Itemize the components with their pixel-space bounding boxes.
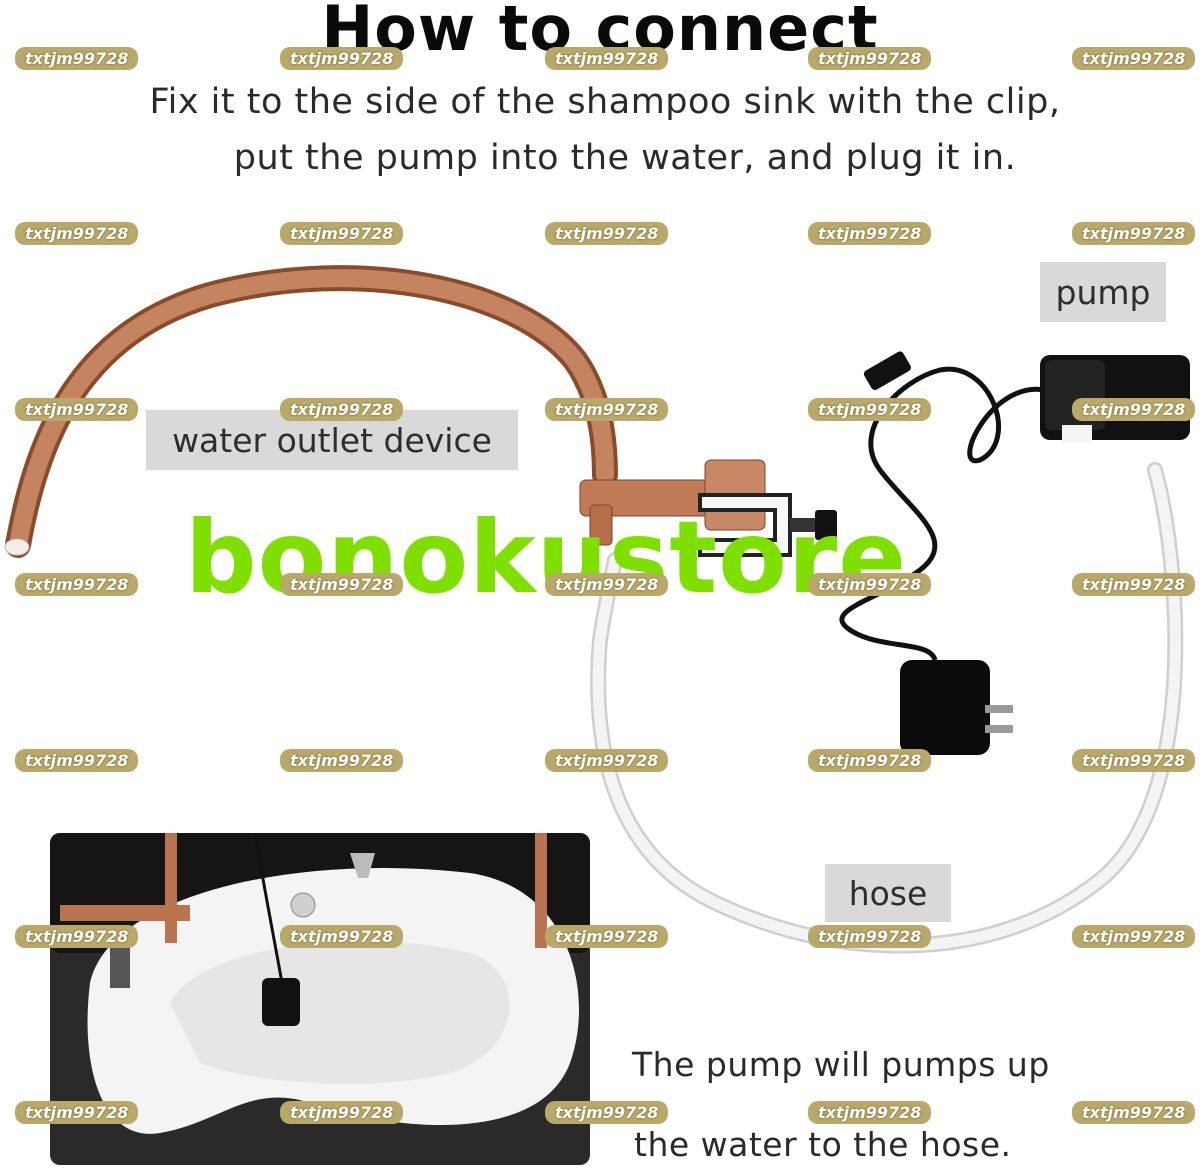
label-hose: hose xyxy=(825,864,951,922)
watermark-badge: txtjm99728 xyxy=(280,925,404,948)
clip xyxy=(698,493,792,557)
watermark-badge: txtjm99728 xyxy=(15,573,139,596)
watermark-badge: txtjm99728 xyxy=(15,1101,139,1124)
watermark-badge: txtjm99728 xyxy=(545,749,669,772)
watermark-badge: txtjm99728 xyxy=(280,398,404,421)
watermark-badge: txtjm99728 xyxy=(545,573,669,596)
watermark-badge: txtjm99728 xyxy=(15,398,139,421)
watermark-badge: txtjm99728 xyxy=(545,925,669,948)
watermark-badge: txtjm99728 xyxy=(1072,573,1196,596)
caption-line-1: The pump will pumps up xyxy=(632,1045,1050,1084)
watermark-badge: txtjm99728 xyxy=(545,222,669,245)
instruction-line-1: Fix it to the side of the shampoo sink w… xyxy=(149,82,1061,122)
watermark-badge: txtjm99728 xyxy=(808,925,932,948)
instruction-line-2: put the pump into the water, and plug it… xyxy=(233,138,1017,178)
watermark-badge: txtjm99728 xyxy=(545,1101,669,1124)
watermark-badge: txtjm99728 xyxy=(1072,1101,1196,1124)
watermark-badge: txtjm99728 xyxy=(15,749,139,772)
watermark-badge: txtjm99728 xyxy=(15,222,139,245)
watermark-badge: txtjm99728 xyxy=(1072,925,1196,948)
watermark-badge: txtjm99728 xyxy=(280,573,404,596)
watermark-badge: txtjm99728 xyxy=(808,222,932,245)
watermark-badge: txtjm99728 xyxy=(280,47,404,70)
watermark-badge: txtjm99728 xyxy=(280,222,404,245)
power-adapter xyxy=(900,660,990,755)
watermark-badge: txtjm99728 xyxy=(808,398,932,421)
watermark-badge: txtjm99728 xyxy=(808,47,932,70)
watermark-badge: txtjm99728 xyxy=(808,749,932,772)
sink-photo xyxy=(50,833,590,1165)
watermark-badge: txtjm99728 xyxy=(15,925,139,948)
watermark-badge: txtjm99728 xyxy=(1072,47,1196,70)
caption-line-2: the water to the hose. xyxy=(634,1125,1012,1164)
watermark-badge: txtjm99728 xyxy=(808,1101,932,1124)
watermark-badge: txtjm99728 xyxy=(545,47,669,70)
label-water-outlet: water outlet device xyxy=(146,410,518,470)
watermark-badge: txtjm99728 xyxy=(545,398,669,421)
watermark-badge: txtjm99728 xyxy=(1072,749,1196,772)
watermark-badge: txtjm99728 xyxy=(1072,222,1196,245)
watermark-badge: txtjm99728 xyxy=(808,573,932,596)
power-cable xyxy=(839,366,1046,662)
watermark-badge: txtjm99728 xyxy=(280,749,404,772)
label-pump: pump xyxy=(1040,262,1166,322)
watermark-badge: txtjm99728 xyxy=(15,47,139,70)
watermark-badge: txtjm99728 xyxy=(1072,398,1196,421)
watermark-badge: txtjm99728 xyxy=(280,1101,404,1124)
